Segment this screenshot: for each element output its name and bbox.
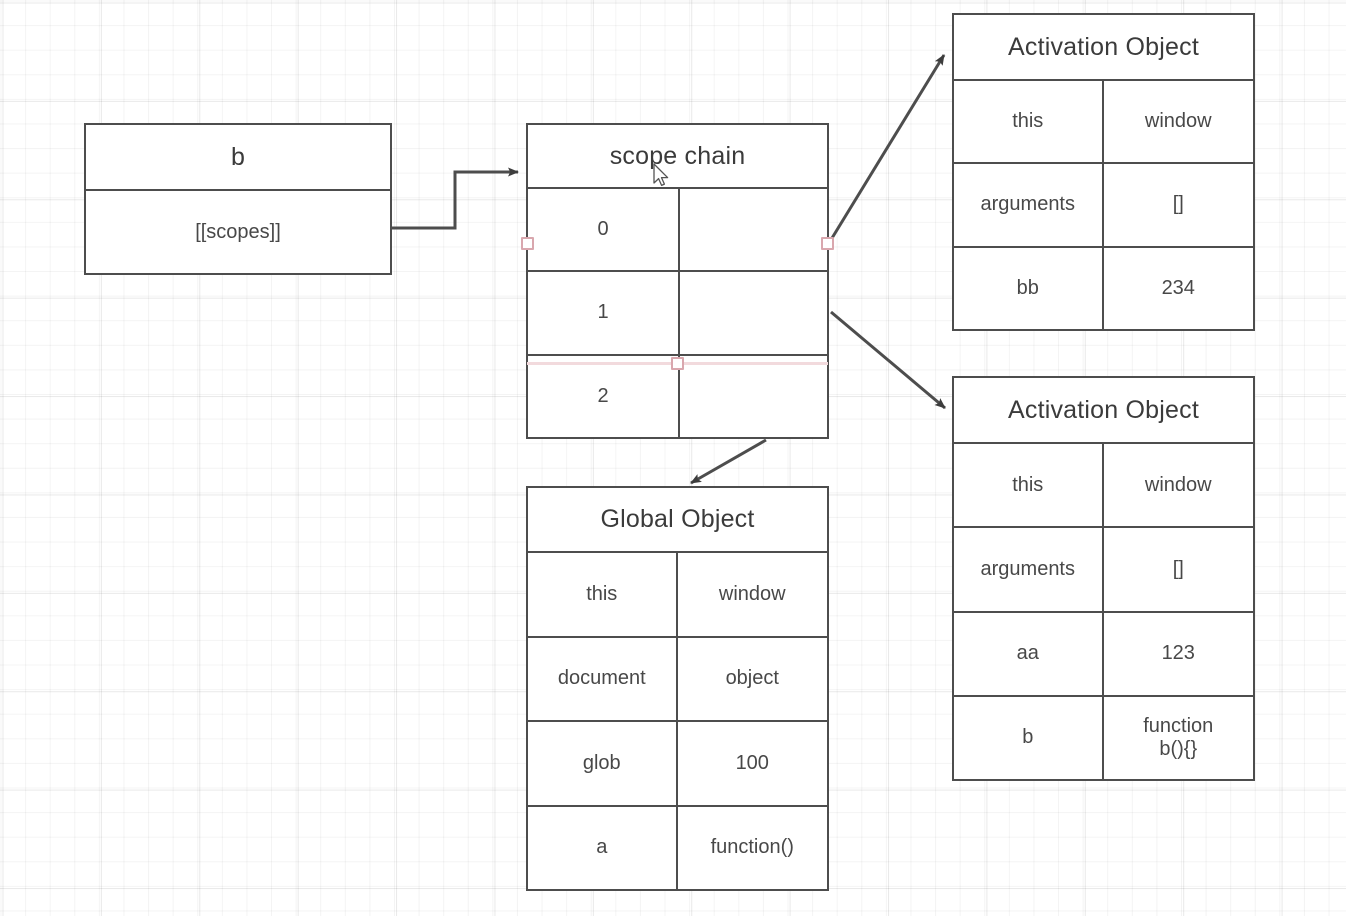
cell-global-key-1: document (528, 637, 678, 720)
node-scope-chain-title: scope chain (528, 125, 827, 189)
table-row[interactable]: bb 234 (954, 247, 1253, 329)
connector-scope-1-to-activation-bottom (830, 310, 946, 410)
cell-scope-index-2: 2 (528, 355, 680, 437)
node-function-b-title: b (86, 125, 390, 191)
table-row[interactable]: b function b(){} (954, 696, 1253, 779)
cell-ao-top-value-2: 234 (1161, 276, 1195, 299)
table-row[interactable]: a function() (528, 806, 827, 889)
cell-scope-value-2 (680, 356, 827, 437)
table-row[interactable]: this window (954, 444, 1253, 529)
node-global-object-title: Global Object (528, 488, 827, 553)
table-row[interactable]: aa 123 (954, 612, 1253, 697)
connector-scope-2-to-global (690, 438, 767, 485)
table-row[interactable]: document object (528, 637, 827, 722)
cell-ao-bottom-key-1: arguments (954, 528, 1104, 611)
table-row[interactable]: glob 100 (528, 722, 827, 807)
cell-ao-top-key-1: arguments (954, 164, 1104, 246)
node-activation-object-top-body: this window arguments [] bb 234 (954, 81, 1253, 329)
node-activation-object-bottom-title: Activation Object (954, 378, 1253, 444)
node-activation-object-bottom[interactable]: Activation Object this window arguments … (952, 376, 1255, 781)
cell-global-key-3: a (528, 806, 678, 889)
cell-ao-bottom-key-2: aa (954, 612, 1104, 695)
cell-ao-top-value-1: [] (1172, 193, 1184, 216)
connector-scope-0-to-activation-top (827, 54, 946, 244)
node-activation-object-top-title: Activation Object (954, 15, 1253, 81)
cell-ao-bottom-value-2: 123 (1161, 642, 1195, 665)
cell-ao-top-key-2: bb (954, 247, 1104, 329)
node-function-b[interactable]: b [[scopes]] (84, 123, 392, 275)
cell-global-value-1: object (725, 667, 779, 690)
cell-scope-index-0: 0 (528, 189, 680, 271)
table-row[interactable]: [[scopes]] (86, 191, 390, 273)
cell-ao-bottom-key-3: b (954, 696, 1104, 779)
table-row[interactable]: this window (954, 81, 1253, 165)
node-activation-object-top[interactable]: Activation Object this window arguments … (952, 13, 1255, 331)
table-row[interactable]: this window (528, 553, 827, 638)
node-global-object[interactable]: Global Object this window document objec… (526, 486, 829, 891)
cell-global-value-3: function() (710, 836, 794, 859)
mouse-pointer-icon (653, 163, 669, 187)
cell-global-key-2: glob (528, 722, 678, 805)
table-row[interactable]: 0 (528, 189, 827, 273)
cell-scope-index-1: 1 (528, 272, 680, 354)
node-function-b-body: [[scopes]] (86, 191, 390, 273)
cell-ao-bottom-value-3: function b(){} (1143, 714, 1214, 760)
selection-handle-left[interactable] (521, 237, 534, 250)
node-activation-object-bottom-body: this window arguments [] aa 123 b functi… (954, 444, 1253, 779)
node-scope-chain-body: 0 1 2 (528, 189, 827, 437)
selection-handle-right[interactable] (821, 237, 834, 250)
table-row[interactable]: arguments [] (954, 528, 1253, 613)
node-global-object-body: this window document object glob 100 a f… (528, 553, 827, 889)
connector-b-to-scope-chain (392, 167, 519, 230)
table-row[interactable]: 2 (528, 355, 827, 437)
cell-ao-top-key-0: this (954, 81, 1104, 163)
table-row[interactable]: 1 (528, 272, 827, 356)
selection-handle-middle[interactable] (671, 357, 684, 370)
cell-ao-bottom-value-0: window (1144, 473, 1212, 496)
node-scope-chain[interactable]: scope chain 0 1 2 (526, 123, 829, 439)
cell-ao-bottom-key-0: this (954, 444, 1104, 527)
cell-ao-top-value-0: window (1144, 110, 1212, 133)
cell-scope-value-0 (680, 189, 827, 270)
table-row[interactable]: arguments [] (954, 164, 1253, 248)
cell-scopes: [[scopes]] (195, 220, 281, 243)
cell-global-value-0: window (718, 582, 786, 605)
cell-global-value-2: 100 (735, 751, 769, 774)
cell-global-key-0: this (528, 553, 678, 636)
cell-scope-value-1 (680, 272, 827, 353)
cell-ao-bottom-value-1: [] (1172, 557, 1184, 580)
